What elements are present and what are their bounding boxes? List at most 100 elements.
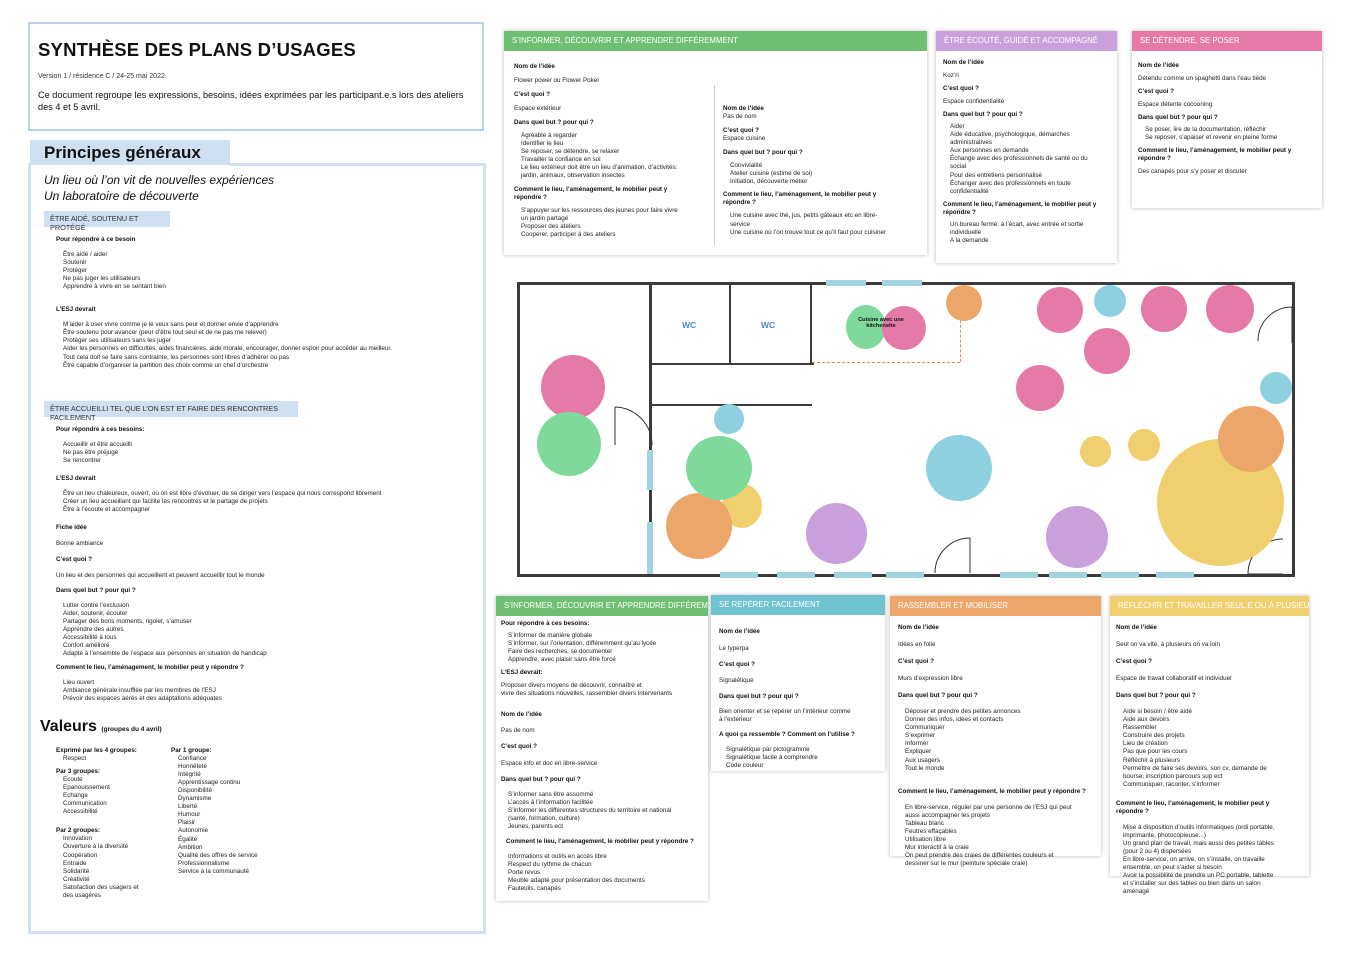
list-item: Construire des projets bbox=[1123, 732, 1185, 740]
list-item: Apprendre, avec plaisir sans être forcé bbox=[508, 656, 616, 664]
s2-quoi: Un lieu et des personnes qui accueillent… bbox=[56, 571, 265, 579]
zone-circle bbox=[666, 493, 732, 559]
list-item: Apprendre à vivre en se sentant bien bbox=[63, 283, 166, 291]
valeurs-list: Innovation Ouverture à la diversité Coop… bbox=[56, 835, 168, 899]
field-label: C’est quoi ? bbox=[723, 127, 760, 135]
card-list: S’informer de manière globale S’informer… bbox=[501, 632, 702, 664]
section-1-title: ÊTRE AIDÉ, SOUTENU ET PROTÉGÉ bbox=[44, 211, 170, 232]
tagline: Un lieu où l’on vit de nouvelles expérie… bbox=[44, 173, 274, 204]
section-2-header: ÊTRE ACCUEILLI TEL QUE L’ON EST ET FAIRE… bbox=[44, 401, 298, 422]
list-item: Code couleur bbox=[726, 762, 764, 770]
card-rassembler: RASSEMBLER ET MOBILISER Nom de l’idée Id… bbox=[890, 596, 1101, 867]
list-item: Ecoute bbox=[63, 776, 83, 784]
card-body: Nom de l’idée Koz’ri C’est quoi ? Espace… bbox=[936, 51, 1117, 245]
list-item: Lutter contre l’exclusion bbox=[63, 601, 130, 609]
list-item: Soutenir bbox=[63, 259, 87, 267]
list-item: Humour bbox=[178, 811, 201, 819]
field-value: Idées en folie bbox=[898, 641, 936, 649]
list-item: Une cuisine où l’on trouve tout ce qu’il… bbox=[730, 228, 887, 236]
plan-wall bbox=[649, 363, 814, 365]
field-label: Dans quel but ? pour qui ? bbox=[943, 111, 1023, 119]
list-item: Aider bbox=[950, 123, 965, 131]
list-item: On peut prendre des craies de différente… bbox=[905, 851, 1054, 859]
list-item: S’informer les différentes structures du… bbox=[508, 806, 672, 814]
list-item: Informer bbox=[905, 740, 929, 748]
list-item: Apprendre des autres bbox=[63, 625, 124, 633]
list-item: Identifier le lieu bbox=[521, 140, 564, 148]
zone-circle bbox=[1094, 285, 1126, 317]
zone-circle bbox=[926, 435, 992, 501]
card-list: Déposer et prendre des petites annonces … bbox=[898, 708, 1092, 772]
window bbox=[834, 572, 872, 578]
section-2-body: Pour répondre à ces besoins: Accueillir … bbox=[56, 426, 476, 703]
list-item: Meuble adapté pour présentation des docu… bbox=[508, 877, 645, 885]
list-item: Pas que pour les cours bbox=[1123, 748, 1188, 756]
list-item: Échange avec des professionnels de santé… bbox=[950, 155, 1088, 163]
list-item: Professionnalisme bbox=[178, 859, 230, 867]
section-1-header: ÊTRE AIDÉ, SOUTENU ET PROTÉGÉ bbox=[44, 211, 170, 232]
wc-label-2: WC bbox=[761, 320, 776, 330]
principes-tab: Principes généraux bbox=[30, 140, 230, 165]
window bbox=[886, 572, 924, 578]
zone-circle bbox=[1128, 429, 1160, 461]
field-label: C’est quoi ? bbox=[898, 658, 935, 666]
list-item: En libre-service, réguler par une person… bbox=[905, 803, 1072, 811]
list-item: En libre-service, on arrive, on s’instal… bbox=[1123, 855, 1265, 863]
list-item: vivre des situations nouvelles, rassembl… bbox=[501, 690, 673, 698]
field-label: Comment le lieu, l’aménagement, le mobil… bbox=[506, 837, 694, 845]
list-item: bourse, inscription parcours sup ect bbox=[1123, 772, 1223, 780]
list-item: Bien orienter et se repérer un l’intérie… bbox=[719, 708, 851, 716]
card-detendre: SE DÉTENDRE, SE POSER Nom de l’idée Déte… bbox=[1132, 31, 1322, 208]
list-item: Lieu ouvert bbox=[63, 678, 95, 686]
zone-circle bbox=[714, 404, 744, 434]
field-label: L’ESJ devrait: bbox=[501, 669, 543, 677]
list-item: A la demande bbox=[950, 236, 989, 244]
window bbox=[647, 522, 653, 574]
list-item: Lieu de création bbox=[1123, 740, 1168, 748]
valeurs-list: Confiance Honnêteté Intégrité Apprentiss… bbox=[171, 755, 291, 876]
list-item: Donner des infos, idées et contacts bbox=[905, 716, 1004, 724]
list-item: Echange bbox=[63, 792, 88, 800]
list-item: M’aider à oser vivre comme je le veux sa… bbox=[63, 321, 279, 329]
door-icon bbox=[934, 537, 971, 574]
list-item: Aide éducative, psychologique, démarches bbox=[950, 131, 1070, 139]
valeurs-group-label: Exprimé par les 4 groupes: bbox=[56, 747, 137, 754]
s1-needs: Être aidé / aider Soutenir Protéger Ne p… bbox=[56, 251, 476, 291]
field-label: Nom de l’idée bbox=[1138, 62, 1179, 69]
kitchen-label: Cuisine avec une kitchenette bbox=[858, 317, 904, 330]
zone-circle bbox=[1080, 436, 1111, 467]
field-label: C’est quoi ? bbox=[1138, 88, 1175, 96]
window bbox=[777, 572, 815, 578]
s2-comment-label: Comment le lieu, l’aménagement, le mobil… bbox=[56, 663, 244, 671]
list-item: S’informer de manière globale bbox=[508, 632, 593, 640]
field-value: Détendu comme un spaghetti dans l’eau ti… bbox=[1138, 75, 1267, 83]
list-item: Égalité bbox=[178, 835, 198, 843]
field-label: Dans quel but ? pour qui ? bbox=[898, 692, 978, 700]
card-reflechir: RÉFLÉCHIR ET TRAVAILLER SEUL.E OU À PLUS… bbox=[1110, 596, 1309, 895]
zone-circle bbox=[1260, 372, 1292, 404]
field-label: Comment le lieu, l’aménagement, le mobil… bbox=[1116, 799, 1270, 815]
list-item: Plaisir bbox=[178, 819, 196, 827]
card-col-2: Nom de l’idée Pas de nom C’est quoi ? Es… bbox=[723, 105, 923, 237]
list-item: Utilisation libre bbox=[905, 835, 946, 843]
list-item: (pour 2 ou 4) dispersées bbox=[1123, 847, 1192, 855]
window bbox=[1156, 572, 1194, 578]
field-label: Comment le lieu, l’aménagement, le mobil… bbox=[514, 185, 668, 201]
kitchen-boundary bbox=[812, 362, 960, 363]
list-item: Innovation bbox=[63, 835, 93, 843]
list-item: Accessibilité à tous bbox=[63, 633, 117, 641]
list-item: Être un lieu chaleureux, ouvert, où on e… bbox=[63, 490, 382, 498]
zone-circle bbox=[846, 305, 886, 349]
card-body: Nom de l’idée Seul on va vite, à plusieu… bbox=[1110, 616, 1309, 896]
list-item: Adapté à l’ensemble de l’espace aux pers… bbox=[63, 649, 267, 657]
list-item: jardin, animaux, observation insectes bbox=[521, 172, 625, 180]
card-list: Agréable à regarder Identifier le lieu S… bbox=[514, 132, 714, 180]
document-intro: Ce document regroupe les expressions, be… bbox=[38, 89, 464, 112]
wc-label-1: WC bbox=[682, 320, 697, 330]
document-title: SYNTHÈSE DES PLANS D’USAGES bbox=[38, 39, 356, 60]
list-item: Accueillir et être accueilli bbox=[63, 441, 132, 449]
card-ecoute: ÊTRE ÉCOUTÉ, GUIDÉ ET ACCOMPAGNÉ Nom de … bbox=[936, 31, 1117, 263]
list-item: service bbox=[730, 220, 750, 228]
s2-esj-label: L’ESJ devrait bbox=[56, 475, 96, 483]
list-item: Convivialité bbox=[730, 162, 763, 170]
